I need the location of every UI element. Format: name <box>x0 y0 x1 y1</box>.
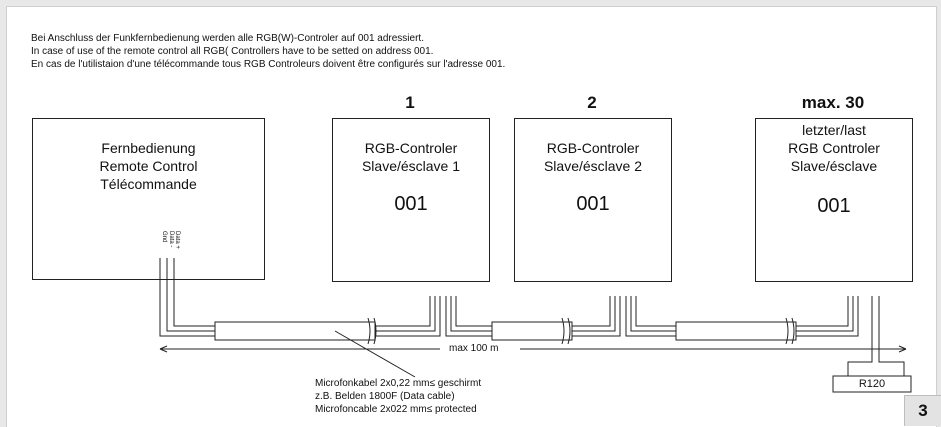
cable-caption-3: Microfoncable 2x022 mm≤ protected <box>315 404 477 415</box>
controller-1-line-1: RGB-Controler <box>364 140 458 156</box>
remote-control-box: Fernbedienung Remote Control Télécommand… <box>32 118 265 280</box>
remote-line-2: Remote Control <box>99 158 198 174</box>
controller-last-number: max. 30 <box>801 93 865 112</box>
controller-2-address: 001 <box>576 193 610 215</box>
note-german: Bei Anschluss der Funkfernbedienung werd… <box>31 33 424 44</box>
controller-last-line-1: letzter/last <box>802 122 866 138</box>
controller-last-line-2: RGB Controler <box>788 140 880 156</box>
controller-2-box: RGB-Controler Slave/ésclave 2 001 <box>514 118 672 282</box>
controller-last-address: 001 <box>817 195 851 217</box>
page-number-badge: 3 <box>904 395 941 426</box>
note-english: In case of use of the remote control all… <box>31 46 434 57</box>
controller-2-line-1: RGB-Controler <box>546 140 640 156</box>
note-french: En cas de l'utilistaion d'une télécomman… <box>31 59 506 70</box>
cable-caption-2: z.B. Belden 1800F (Data cable) <box>315 391 455 402</box>
distance-label: max 100 m <box>446 343 502 354</box>
controller-last-line-3: Slave/ésclave <box>790 158 878 174</box>
controller-2-number: 2 <box>587 93 597 112</box>
cable-caption-1: Microfonkabel 2x0,22 mm≤ geschirmt <box>315 378 482 389</box>
controller-1-line-2: Slave/ésclave 1 <box>361 158 461 174</box>
remote-line-3: Télécommande <box>100 176 197 192</box>
controller-1-number: 1 <box>405 93 415 112</box>
controller-1-address: 001 <box>394 193 428 215</box>
controller-last-box: letzter/last RGB Controler Slave/ésclave… <box>755 118 913 282</box>
controller-1-box: RGB-Controler Slave/ésclave 1 001 <box>332 118 490 282</box>
terminator-label: R120 <box>858 378 886 390</box>
remote-line-1: Fernbedienung <box>101 140 196 156</box>
controller-2-line-2: Slave/ésclave 2 <box>543 158 643 174</box>
